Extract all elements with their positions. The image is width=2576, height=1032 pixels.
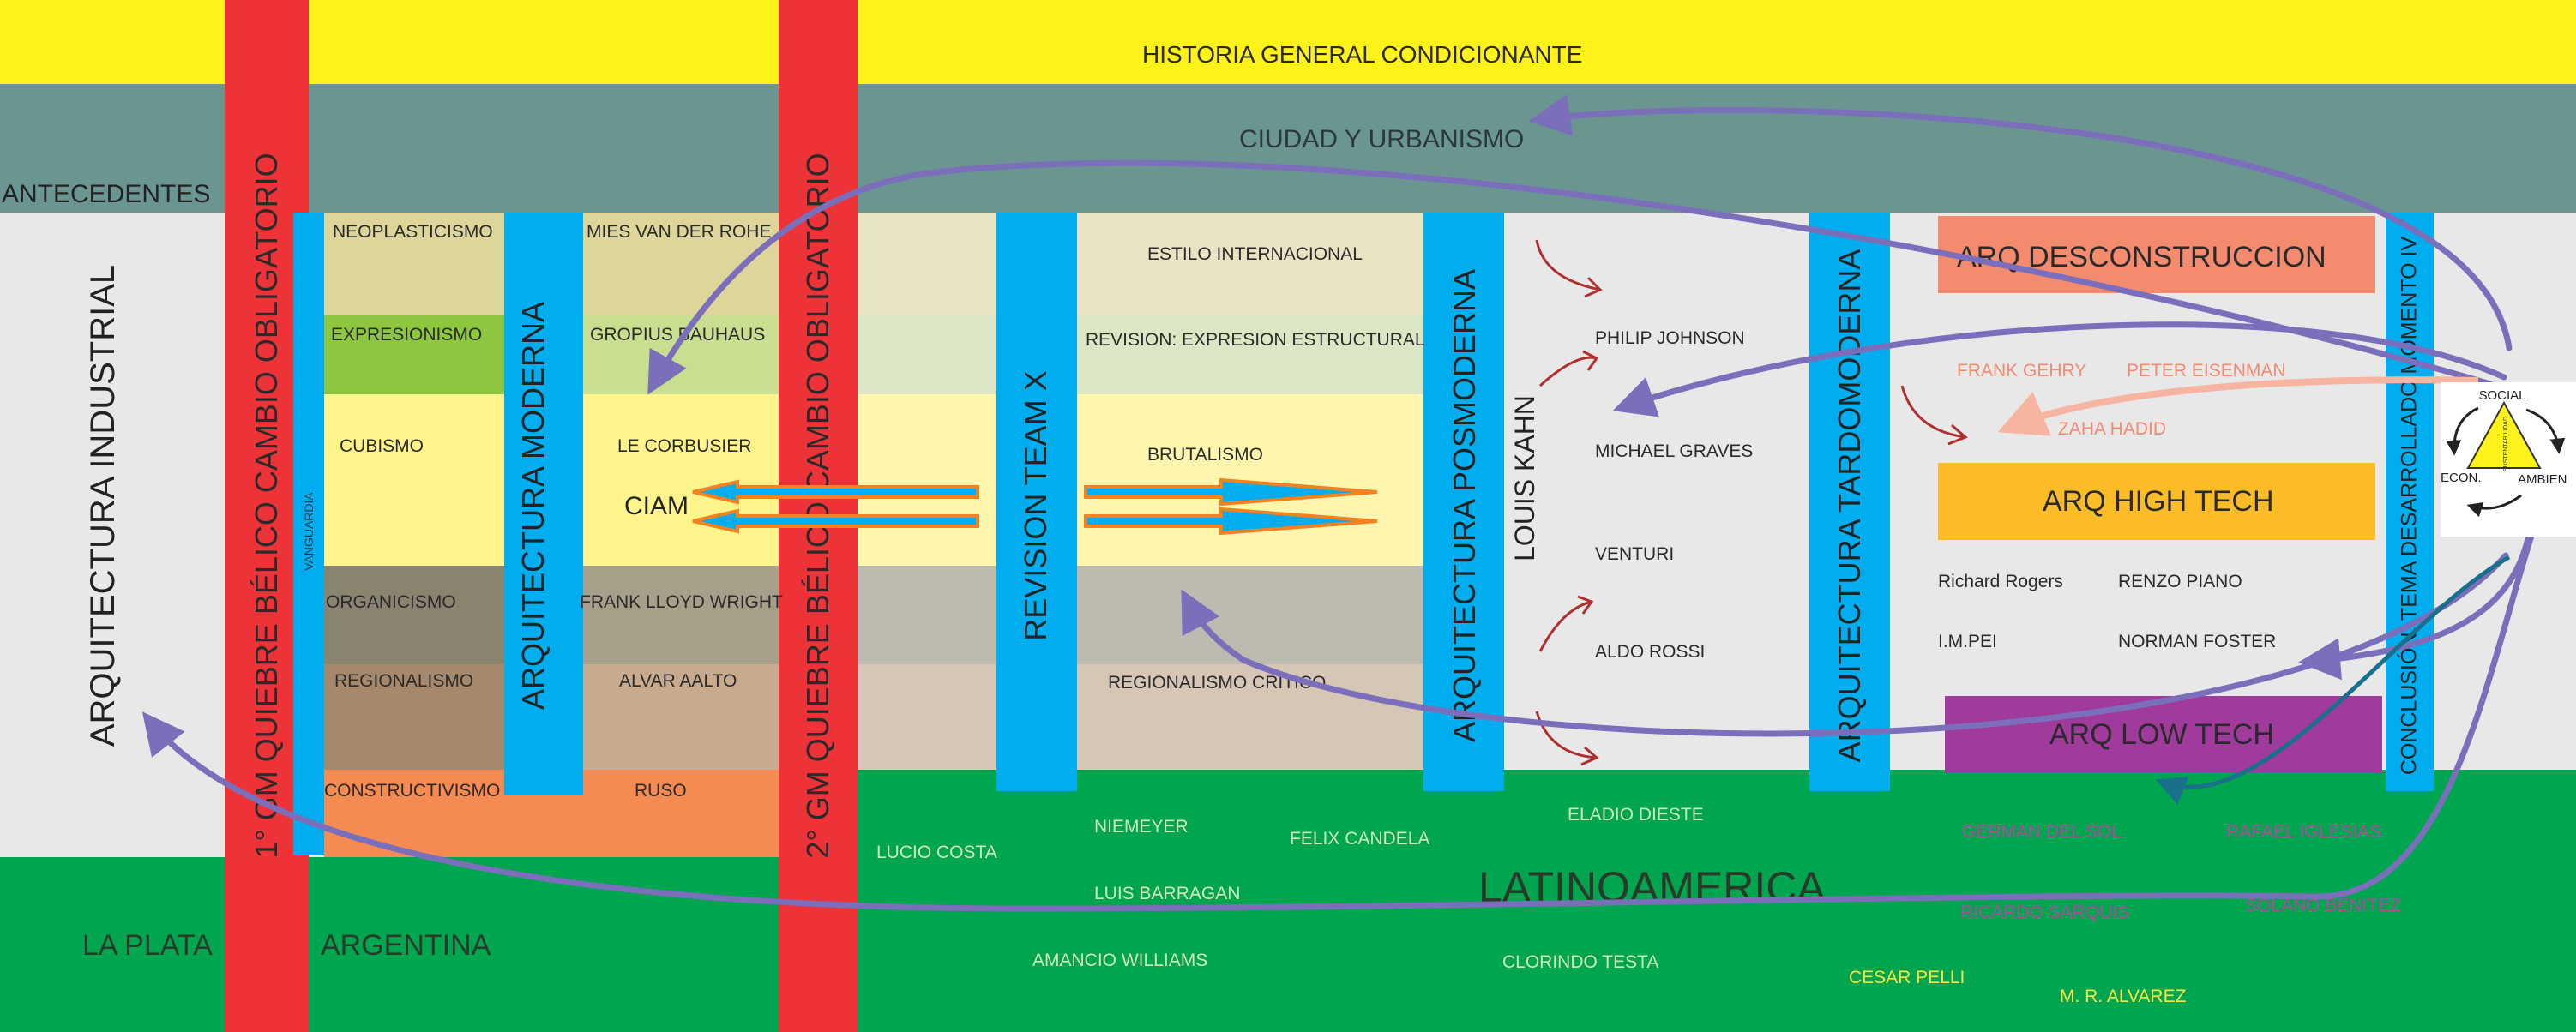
argentina-band xyxy=(0,857,858,1032)
rogers-label: Richard Rogers xyxy=(1938,572,2063,591)
johnson-label: PHILIP JOHNSON xyxy=(1595,328,1745,348)
regionalismo-critico-label: REGIONALISMO CRITICO xyxy=(1108,673,1327,693)
salmon-arrow xyxy=(1997,376,2479,436)
la-plata-label: LA PLATA xyxy=(82,929,213,962)
pei-label: I.M.PEI xyxy=(1938,632,1997,651)
lowtech-label: ARQ LOW TECH xyxy=(2049,718,2274,751)
triangle-social-label: SOCIAL xyxy=(2478,388,2525,403)
ruso-label: RUSO xyxy=(635,781,687,801)
gehry-label: FRANK GEHRY xyxy=(1957,361,2087,381)
triangle-econ-label: ECON. xyxy=(2441,471,2482,485)
vanguardia-column xyxy=(293,213,324,855)
ciam-label: CIAM xyxy=(624,492,689,520)
brutalismo-label: BRUTALISMO xyxy=(1147,445,1263,465)
moderna-column xyxy=(504,213,583,795)
sarquis-label: RICARDO SARQUIS xyxy=(1960,903,2130,922)
barragan-label: LUIS BARRAGAN xyxy=(1094,884,1241,903)
triangle-ambien-label: AMBIEN xyxy=(2518,472,2567,487)
eisenman-label: PETER EISENMAN xyxy=(2127,361,2286,381)
estilo-internacional-label: ESTILO INTERNACIONAL xyxy=(1147,244,1363,264)
alvarez-label: M. R. ALVAREZ xyxy=(2060,987,2187,1006)
mies-label: MIES VAN DER ROHE xyxy=(587,222,772,242)
graves-label: MICHAEL GRAVES xyxy=(1595,441,1754,461)
foster-label: NORMAN FOSTER xyxy=(2118,632,2277,651)
sustainability-triangle: SUSTENTABILIDAD SOCIAL ECON. AMBIEN xyxy=(2441,382,2576,537)
ciudad-band xyxy=(0,84,2576,213)
posmoderna-column xyxy=(1423,213,1504,791)
organicismo-accent xyxy=(324,566,504,664)
conclusion-column xyxy=(2386,213,2434,791)
neoplasticismo-label: NEOPLASTICISMO xyxy=(333,222,493,242)
williams-label: AMANCIO WILLIAMS xyxy=(1032,951,1208,970)
hightech-box xyxy=(1938,463,2375,540)
candela-label: FELIX CANDELA xyxy=(1290,829,1430,849)
testa-label: CLORINDO TESTA xyxy=(1502,952,1659,972)
ciudad-label: CIUDAD Y URBANISMO xyxy=(1239,125,1525,153)
brutalismo-stripe xyxy=(858,394,1423,566)
dieste-label: ELADIO DIESTE xyxy=(1568,805,1704,825)
rossi-label: ALDO ROSSI xyxy=(1595,642,1706,662)
lowtech-box xyxy=(1945,696,2382,773)
pelli-label: CESAR PELLI xyxy=(1849,968,1965,987)
iglesias-label: RAFAEL IGLESIAS xyxy=(2226,822,2382,842)
historia-label: HISTORIA GENERAL CONDICIONANTE xyxy=(1142,41,1583,68)
hightech-label: ARQ HIGH TECH xyxy=(2043,485,2274,518)
aalto-label: ALVAR AALTO xyxy=(619,671,737,691)
piano-label: RENZO PIANO xyxy=(2118,572,2242,591)
ciam-arrows xyxy=(692,477,1378,536)
venturi-label: VENTURI xyxy=(1595,544,1675,564)
wright-label: FRANK LLOYD WRIGHT xyxy=(580,592,783,612)
expresionismo-label: EXPRESIONISMO xyxy=(331,325,483,345)
organic-late-stripe xyxy=(858,566,1423,664)
gropius-label: GROPIUS BAUHAUS xyxy=(590,325,766,345)
hadid-label: ZAHA HADID xyxy=(2058,419,2167,439)
teamx-column xyxy=(996,213,1077,791)
neoplasticismo-stripe xyxy=(324,213,858,315)
sol-label: GERMAN DEL SOL xyxy=(1962,822,2122,842)
argentina-label: ARGENTINA xyxy=(321,929,491,962)
historia-band xyxy=(0,0,2576,84)
benitez-label: SOLANO BENITEZ xyxy=(2245,896,2402,915)
purple-arrows xyxy=(141,94,2542,912)
regionalismo-accent xyxy=(324,664,504,770)
regional-late-stripe xyxy=(858,664,1423,770)
triangle-center-label: SUSTENTABILIDAD xyxy=(2503,417,2509,471)
cubismo-stripe xyxy=(324,394,858,566)
revision-stripe xyxy=(858,315,1423,394)
revision-label: REVISION: EXPRESION ESTRUCTURAL xyxy=(1086,330,1425,350)
costa-label: LUCIO COSTA xyxy=(876,843,997,862)
organicismo-label: ORGANICISMO xyxy=(326,592,456,612)
regionalismo-label: REGIONALISMO xyxy=(334,671,474,691)
niemeyer-label: NIEMEYER xyxy=(1094,817,1189,837)
corbusier-label: LE CORBUSIER xyxy=(617,436,752,456)
antecedentes-label: ANTECEDENTES xyxy=(2,180,211,208)
posmo-arrows xyxy=(1535,239,1968,766)
constructivismo-label: CONSTRUCTIVISMO xyxy=(324,781,501,801)
tardomoderna-column xyxy=(1809,213,1890,791)
expresionismo-accent xyxy=(324,315,504,394)
estilo-stripe xyxy=(858,213,1423,315)
deconstruccion-box xyxy=(1938,216,2375,293)
teal-arrow xyxy=(2155,555,2511,805)
cubismo-label: CUBISMO xyxy=(340,436,424,456)
